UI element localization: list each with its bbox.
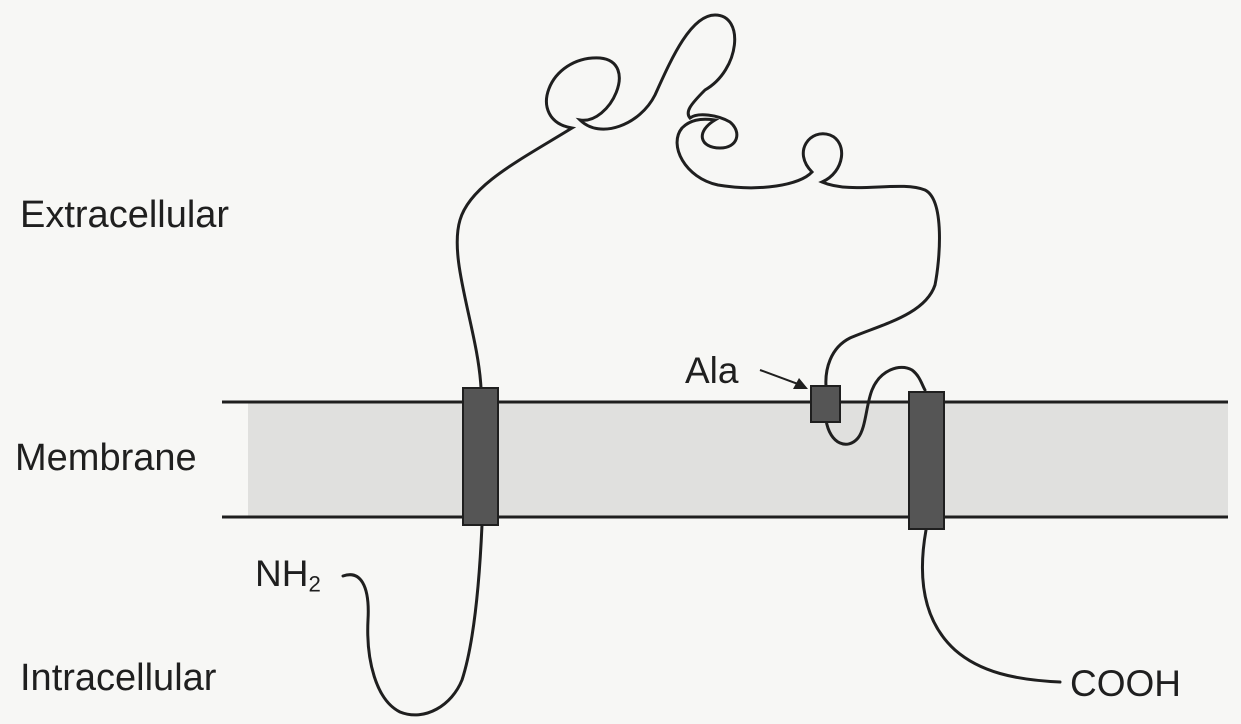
membrane-label: Membrane (15, 437, 197, 480)
ala-residue-label: Ala (685, 350, 738, 392)
membrane-band (248, 402, 1228, 518)
transmembrane-segment-2 (909, 392, 944, 529)
intracellular-label: Intracellular (20, 657, 216, 700)
ala-pointer-arrow-line (760, 370, 798, 384)
extracellular-loop (457, 15, 939, 388)
extracellular-label: Extracellular (20, 194, 229, 237)
carboxy-terminus-label: COOH (1070, 663, 1181, 705)
c-terminal-tail (922, 530, 1060, 682)
transmembrane-segment-1 (463, 388, 498, 525)
ala-residue-marker (811, 386, 840, 422)
amino-terminus-label: NH2 (255, 553, 321, 598)
n-terminal-tail (343, 525, 482, 715)
amino-terminus-text: NH (255, 553, 308, 594)
amino-terminus-subscript: 2 (308, 572, 320, 597)
